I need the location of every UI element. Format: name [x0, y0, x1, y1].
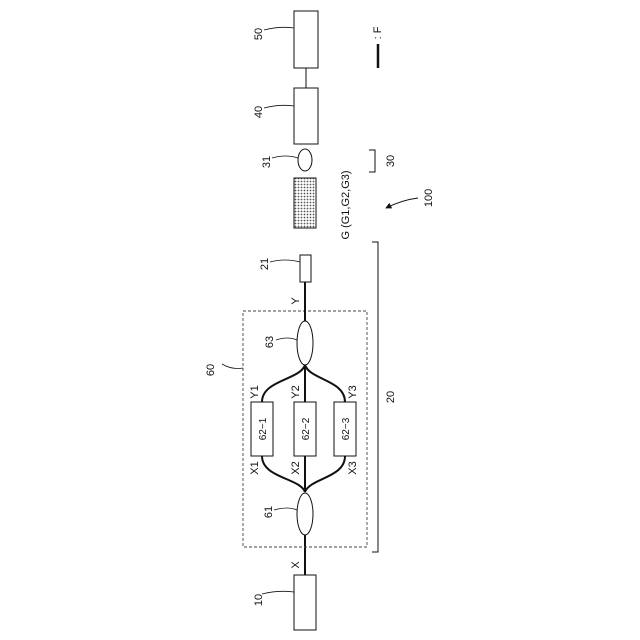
legend-label-f: : F [372, 26, 384, 39]
label-port-y: Y [290, 297, 302, 305]
label-21: 21 [259, 258, 271, 270]
leader-60 [222, 364, 243, 369]
label-20: 20 [385, 391, 397, 403]
label-30: 30 [385, 155, 397, 167]
label-10: 10 [253, 594, 265, 606]
bracket-20 [372, 242, 378, 552]
label-port-y1: Y1 [249, 385, 261, 398]
branch-label-62-2: 62−2 [301, 417, 312, 440]
lens-31 [298, 149, 312, 171]
leader-40 [264, 105, 294, 108]
label-grating-g: G (G1,G2,G3) [340, 170, 352, 239]
fiber-branch-y3 [305, 365, 345, 402]
branch-label-62-3: 62−3 [341, 417, 352, 440]
grating-g [294, 178, 316, 228]
label-61: 61 [263, 506, 275, 518]
label-port-x3: X3 [347, 461, 359, 474]
label-port-x2: X2 [290, 461, 302, 474]
label-50: 50 [253, 28, 265, 40]
label-63: 63 [264, 336, 276, 348]
label-100: 100 [423, 189, 435, 207]
leader-61 [274, 508, 297, 510]
leader-31 [272, 156, 298, 158]
label-port-x1: X1 [249, 461, 261, 474]
label-60: 60 [205, 364, 217, 376]
label-port-y3: Y3 [347, 385, 359, 398]
branch-label-62-1: 62−1 [258, 417, 269, 440]
coupler-63 [297, 321, 313, 365]
bracket-30 [369, 150, 375, 172]
component-10-box [294, 575, 316, 630]
fiber-branch-x3 [305, 456, 345, 492]
leader-63 [276, 338, 297, 340]
coupler-61 [297, 493, 313, 535]
leader-21 [270, 260, 300, 262]
component-40-box [294, 88, 318, 144]
component-50-box [294, 11, 318, 68]
leader-50 [264, 27, 294, 30]
label-31: 31 [261, 156, 273, 168]
leader-10 [262, 591, 294, 594]
arrow-100 [386, 198, 418, 208]
label-port-y2: Y2 [290, 385, 302, 398]
label-port-x: X [290, 561, 302, 569]
label-40: 40 [253, 106, 265, 118]
component-21-box [300, 255, 311, 282]
